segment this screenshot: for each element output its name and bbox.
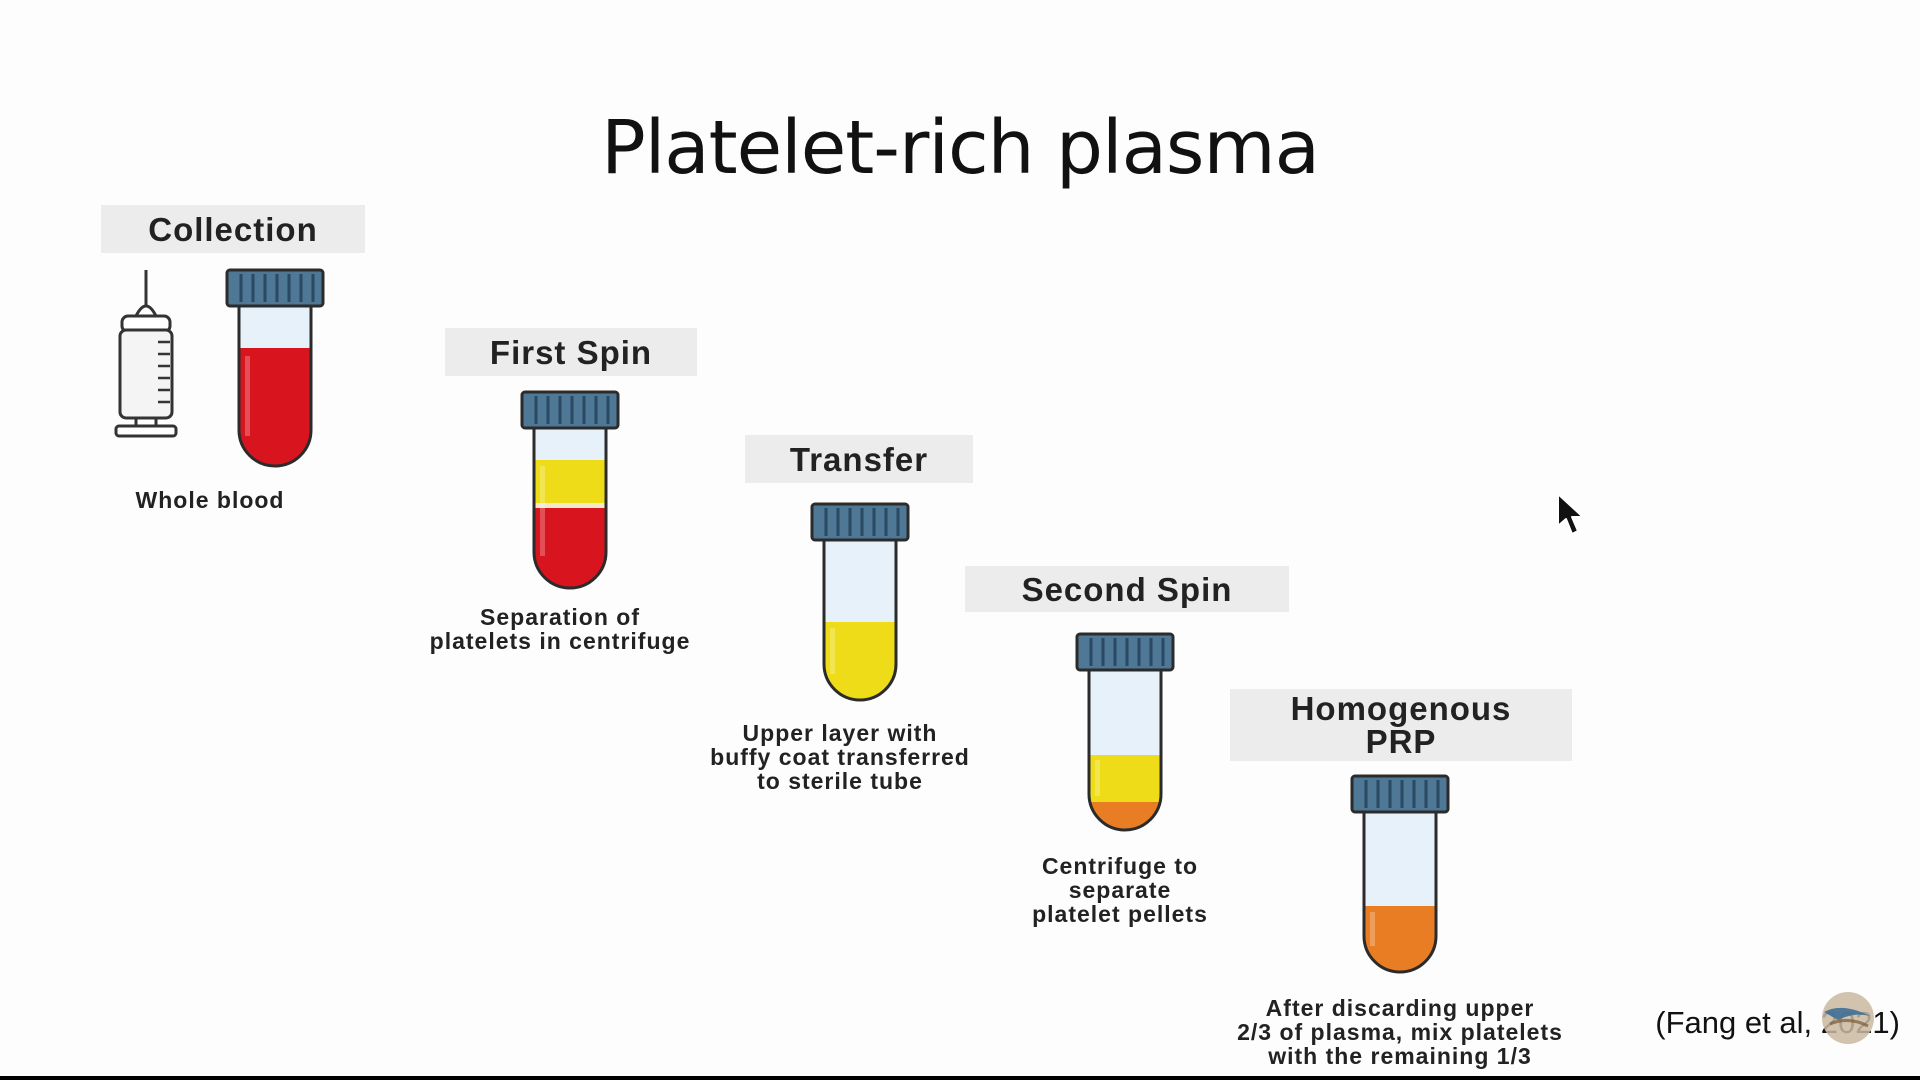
step-caption-first-spin: Separation of platelets in centrifuge <box>429 604 691 654</box>
step-caption-collection: Whole blood <box>135 487 285 513</box>
step-label-homogenous-prp: Homogenous PRP <box>1230 689 1572 761</box>
step-label-second-spin: Second Spin <box>965 566 1289 612</box>
step-label-collection: Collection <box>101 205 365 253</box>
slide-title: Platelet-rich plasma <box>601 105 1320 191</box>
test-tube-icon <box>810 502 910 702</box>
step-caption-transfer: Upper layer with buffy coat transferred … <box>710 720 970 794</box>
test-tube-icon <box>225 268 325 468</box>
test-tube-icon <box>1350 774 1450 974</box>
step-caption-second-spin: Centrifuge to separate platelet pellets <box>1032 853 1208 927</box>
presenter-logo-icon <box>1822 992 1874 1044</box>
test-tube-icon <box>1075 632 1175 832</box>
step-caption-homogenous-prp: After discarding upper 2/3 of plasma, mi… <box>1237 995 1563 1069</box>
step-label-transfer: Transfer <box>745 435 973 483</box>
mouse-cursor-icon <box>1557 493 1584 535</box>
syringe-icon <box>114 270 178 438</box>
test-tube-icon <box>520 390 620 590</box>
step-label-first-spin: First Spin <box>445 328 697 376</box>
